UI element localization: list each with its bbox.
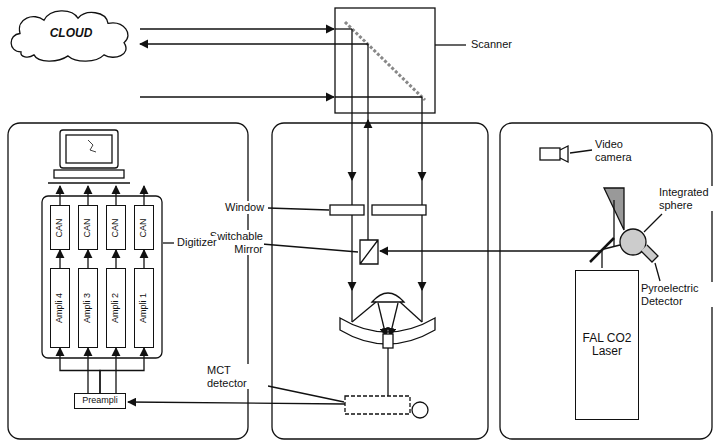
- converter-box: CAN: [78, 205, 98, 250]
- part-label: Window: [224, 201, 265, 214]
- beam: [421, 178, 422, 290]
- beam: [380, 250, 602, 251]
- beam: [421, 97, 422, 180]
- signal-connector: [143, 250, 144, 268]
- mct-detector: [345, 396, 410, 414]
- beam: [335, 28, 352, 29]
- beam: [140, 43, 368, 44]
- box-label: CAN: [111, 218, 121, 237]
- signal-connector: [60, 348, 100, 393]
- converter-box: CAN: [134, 205, 154, 250]
- amplifier-box: Ampli 2: [106, 268, 126, 348]
- data-arrow: [143, 186, 144, 205]
- box-label: CAN: [139, 218, 149, 237]
- cloud-shape: CLOUD: [6, 6, 136, 62]
- aperture: [383, 334, 393, 348]
- box-label: Ampli 3: [83, 293, 93, 323]
- node-label: CLOUD: [50, 27, 93, 40]
- preamp-box: Preampli: [74, 393, 126, 409]
- leader-line: [268, 208, 329, 210]
- box-label: Ampli 2: [111, 293, 121, 323]
- leader-line: [644, 214, 662, 232]
- leader-line: [435, 44, 466, 45]
- data-arrow: [59, 186, 60, 205]
- digitizer-panel: [8, 123, 248, 439]
- dewar: [412, 402, 428, 418]
- leader-line: [570, 150, 592, 153]
- beam: [351, 178, 352, 290]
- signal-connector: [100, 348, 144, 393]
- beam: [140, 96, 334, 97]
- data-arrow: [115, 186, 116, 205]
- node-label: FAL CO2 Laser: [576, 332, 638, 358]
- beam: [421, 288, 422, 322]
- beam: [352, 302, 376, 322]
- beam: [601, 251, 602, 268]
- computer-keyboard: [48, 182, 130, 183]
- video-camera: [540, 148, 560, 160]
- scanner-box: [335, 8, 435, 113]
- receiver-panel: [272, 123, 488, 439]
- scanner-mirror: [345, 22, 425, 100]
- part-label: MCT detector: [206, 364, 268, 389]
- pyroelectric-detector: [641, 245, 658, 262]
- part-label: Video camera: [594, 138, 652, 163]
- box-label: Ampli 1: [139, 293, 149, 323]
- part-label: Pyroelectric Detector: [640, 282, 716, 307]
- computer-monitor: [60, 130, 118, 168]
- computer-screen: [66, 135, 112, 163]
- data-arrow: [87, 186, 88, 205]
- laser-box: FAL CO2 Laser: [575, 270, 639, 420]
- computer-plot: [88, 140, 96, 152]
- part-label: Scanner: [470, 38, 513, 51]
- beam: [351, 288, 352, 322]
- box-label: Ampli 4: [55, 293, 65, 323]
- beam: [378, 303, 386, 336]
- signal-connector: [87, 250, 88, 268]
- signal-wire: [128, 402, 345, 404]
- beam: [400, 302, 422, 322]
- part-label: Digitizer: [176, 236, 218, 249]
- amplifier-box: Ampli 4: [50, 268, 70, 348]
- digitizer-group: [42, 196, 162, 358]
- leader-line: [268, 386, 344, 402]
- part-label: Integrated sphere: [658, 186, 716, 211]
- leader-line: [655, 263, 660, 281]
- node-label: Preampli: [82, 396, 118, 406]
- beam: [351, 29, 352, 180]
- window: [330, 205, 364, 215]
- switchable-mirror: [360, 240, 378, 264]
- computer-base: [54, 170, 124, 178]
- leader-line: [262, 244, 358, 252]
- laser-panel: [500, 123, 712, 439]
- beam: [390, 303, 398, 336]
- beam: [604, 245, 620, 249]
- signal-connector: [115, 250, 116, 268]
- beam: [335, 96, 422, 97]
- converter-box: CAN: [106, 205, 126, 250]
- beam: [367, 120, 368, 244]
- beam: [387, 348, 388, 396]
- amplifier-box: Ampli 3: [78, 268, 98, 348]
- box-label: CAN: [83, 218, 93, 237]
- converter-box: CAN: [50, 205, 70, 250]
- box-label: CAN: [55, 218, 65, 237]
- secondary-mirror: [372, 293, 404, 302]
- signal-connector: [87, 348, 88, 393]
- window: [372, 205, 426, 215]
- amplifier-box: Ampli 1: [134, 268, 154, 348]
- beam: [140, 28, 334, 29]
- signal-connector: [59, 250, 60, 268]
- beam: [367, 44, 368, 122]
- camera-lens: [560, 146, 568, 162]
- leader-line: [163, 242, 174, 243]
- cloud-path: [11, 11, 128, 61]
